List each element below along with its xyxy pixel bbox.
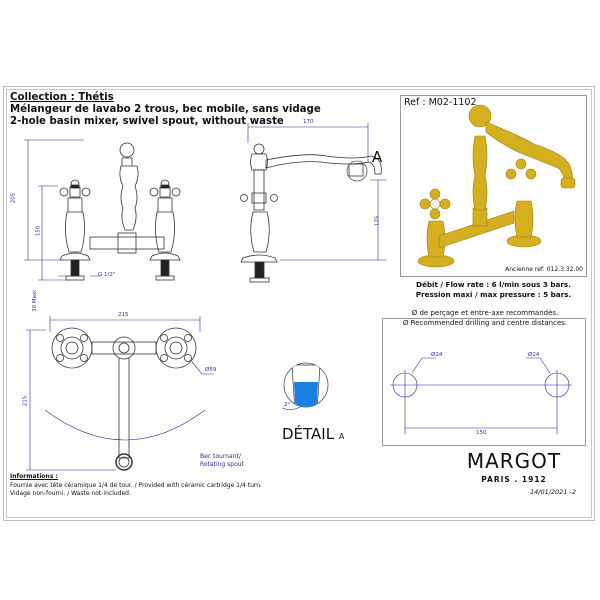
dim-spout-reach: 170	[303, 119, 314, 125]
detail-marker: A	[372, 148, 383, 166]
product-render-box: Ref : M02-1102 Ancienne ref: 012.3.32.00	[400, 95, 587, 277]
hole-right-diameter: Ø24	[528, 352, 540, 358]
max-pressure: Pression maxi / max pressure : 5 bars.	[415, 290, 572, 299]
hole-left-diameter: Ø24	[431, 352, 443, 358]
collection-name: Collection : Thétis	[10, 92, 114, 103]
detail-angle: 2°	[284, 402, 291, 408]
drilling-note-fr: Ø de perçage et entre-axe recommandés.	[411, 309, 559, 317]
revision-date: 14/01/2021 -2	[529, 488, 576, 496]
brand-tagline: PARIS . 1912	[481, 475, 547, 484]
drawing-sheet	[3, 86, 595, 521]
drilling-box	[382, 318, 586, 446]
title-fr: Mélangeur de lavabo 2 trous, bec mobile,…	[10, 104, 321, 115]
flow-rate: Débit / Flow rate : 6 l/min sous 3 bars.	[416, 280, 571, 289]
info-block: Informations : Fournie avec tête céramiq…	[10, 473, 262, 499]
top-view	[51, 327, 197, 471]
info-line-1: Fournie avec tête céramique 1/4 de tour.…	[10, 481, 262, 489]
info-line-2: Vidage non-fourni. / Waste not-included.	[10, 490, 131, 497]
title-block: Collection : Thétis Mélangeur de lavabo …	[10, 92, 321, 128]
detail-a-graphic	[283, 362, 329, 408]
product-ref: Ref : M02-1102	[404, 97, 477, 108]
drilling-note-en: Ø Recommended drilling and centre distan…	[402, 319, 568, 327]
front-view	[59, 142, 181, 281]
info-heading: Informations :	[10, 473, 58, 480]
dim-thread: G 1/2"	[98, 272, 116, 278]
old-ref: Ancienne ref: 012.3.32.00	[505, 266, 583, 273]
rotating-spout-label: Bec tournant/ Rotating spout	[200, 453, 244, 468]
brand-logo: MARGOT	[466, 449, 562, 473]
dim-top-width: 215	[118, 312, 129, 318]
dim-spout-height: 175	[374, 215, 381, 227]
title-en: 2-hole basin mixer, swivel spout, withou…	[10, 116, 284, 127]
side-view	[240, 143, 382, 283]
centre-distance: 150	[476, 430, 487, 436]
detail-a-label: DÉTAIL A	[282, 425, 345, 443]
faucet-render	[417, 104, 576, 268]
dim-max-thickness: 30 Maxi	[31, 290, 38, 312]
dim-handle-height: 150	[35, 225, 42, 237]
dim-top-depth: 215	[22, 395, 29, 407]
dim-front-height: 205	[10, 192, 17, 204]
dim-rosette-diameter: Ø59	[205, 367, 217, 373]
